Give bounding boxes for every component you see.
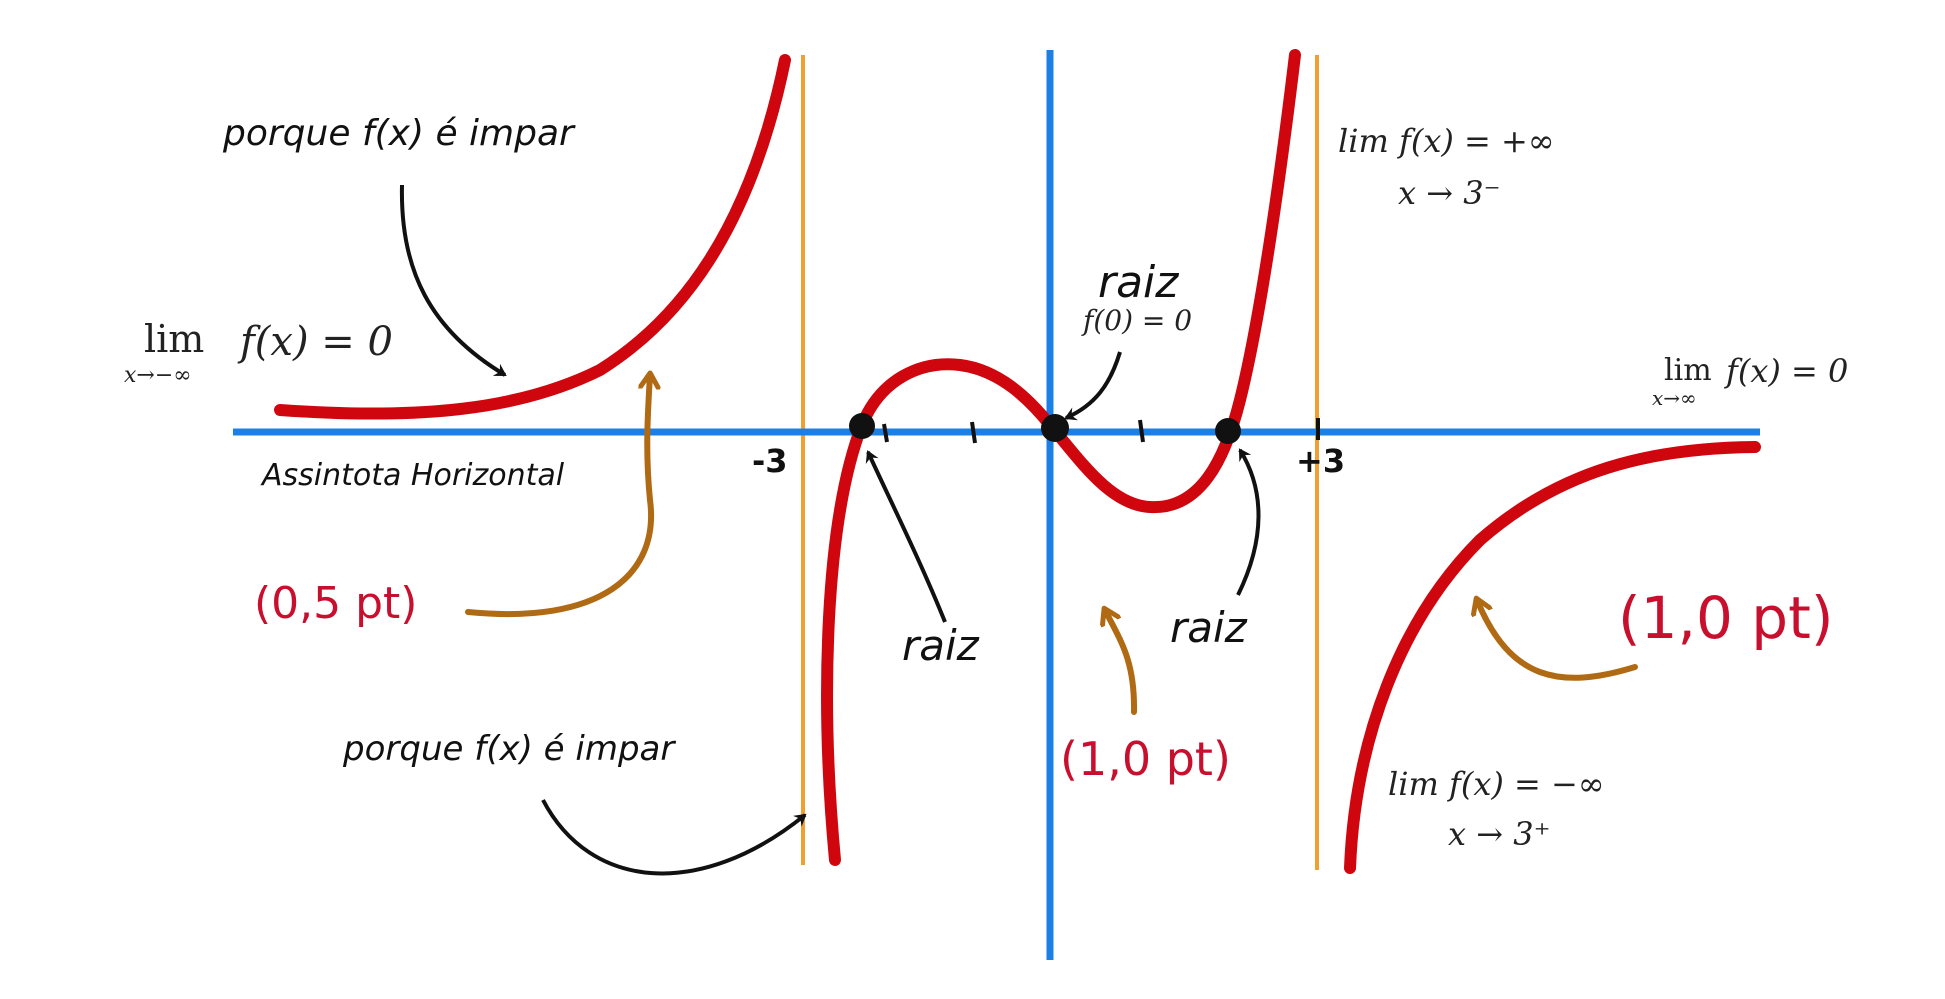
limit-three-minus-line2: x → 3⁻ xyxy=(1398,174,1500,212)
arrow-points-right xyxy=(1477,600,1638,681)
limit-pos-inf-expr: f(x) = 0 xyxy=(1724,352,1848,390)
arrow-raiz-right xyxy=(1236,448,1261,596)
arrow-points-left xyxy=(465,375,651,618)
arrow-porque-top xyxy=(399,184,507,377)
limit-neg-inf-lim: lim xyxy=(144,317,204,361)
limit-three-plus-line2: x → 3⁺ xyxy=(1448,815,1550,853)
root-point-origin xyxy=(1041,414,1069,442)
curve-right-branch xyxy=(1344,441,1761,874)
limit-pos-infinity: lim x→∞ f(x) = 0 xyxy=(1652,352,1848,410)
root-point-left xyxy=(849,413,875,439)
limit-neg-inf-expr: f(x) = 0 xyxy=(237,319,393,365)
root-point-right xyxy=(1215,418,1241,444)
arrow-raiz-top xyxy=(1064,351,1122,421)
limit-three-plus-line1: lim f(x) = −∞ xyxy=(1388,765,1604,803)
limit-neg-infinity: lim x→−∞ f(x) = 0 xyxy=(124,317,393,388)
label-assintota-horizontal: Assintota Horizontal xyxy=(260,458,565,493)
limit-pos-inf-lim: lim xyxy=(1664,353,1712,388)
label-raiz-left: raiz xyxy=(902,621,980,670)
label-porque-top: porque f(x) é impar xyxy=(222,113,576,154)
arrow-porque-bottom xyxy=(541,799,807,876)
limit-three-minus: lim f(x) = +∞ x → 3⁻ xyxy=(1338,122,1554,212)
label-f0: f(0) = 0 xyxy=(1081,304,1192,337)
tick-mark-1 xyxy=(882,423,889,443)
limit-neg-inf-sub: x→−∞ xyxy=(124,363,192,388)
label-points-center: (1,0 pt) xyxy=(1060,732,1231,786)
label-points-right: (1,0 pt) xyxy=(1618,584,1834,652)
limit-three-minus-line1: lim f(x) = +∞ xyxy=(1338,122,1554,160)
label-raiz-right: raiz xyxy=(1170,603,1248,652)
label-porque-bottom: porque f(x) é impar xyxy=(342,729,676,769)
tick-label-pos3: +3 xyxy=(1296,442,1345,480)
limit-pos-inf-sub: x→∞ xyxy=(1652,386,1697,410)
label-points-left: (0,5 pt) xyxy=(254,578,417,629)
tick-mark-3 xyxy=(1138,419,1145,443)
curve-left-branch xyxy=(274,54,791,420)
tick-label-neg3: -3 xyxy=(752,442,788,480)
arrow-points-center xyxy=(1105,610,1138,715)
tick-mark-2 xyxy=(970,421,977,444)
label-raiz-top: raiz xyxy=(1098,257,1179,308)
limit-three-plus: lim f(x) = −∞ x → 3⁺ xyxy=(1388,765,1604,853)
arrow-raiz-left xyxy=(865,450,947,623)
